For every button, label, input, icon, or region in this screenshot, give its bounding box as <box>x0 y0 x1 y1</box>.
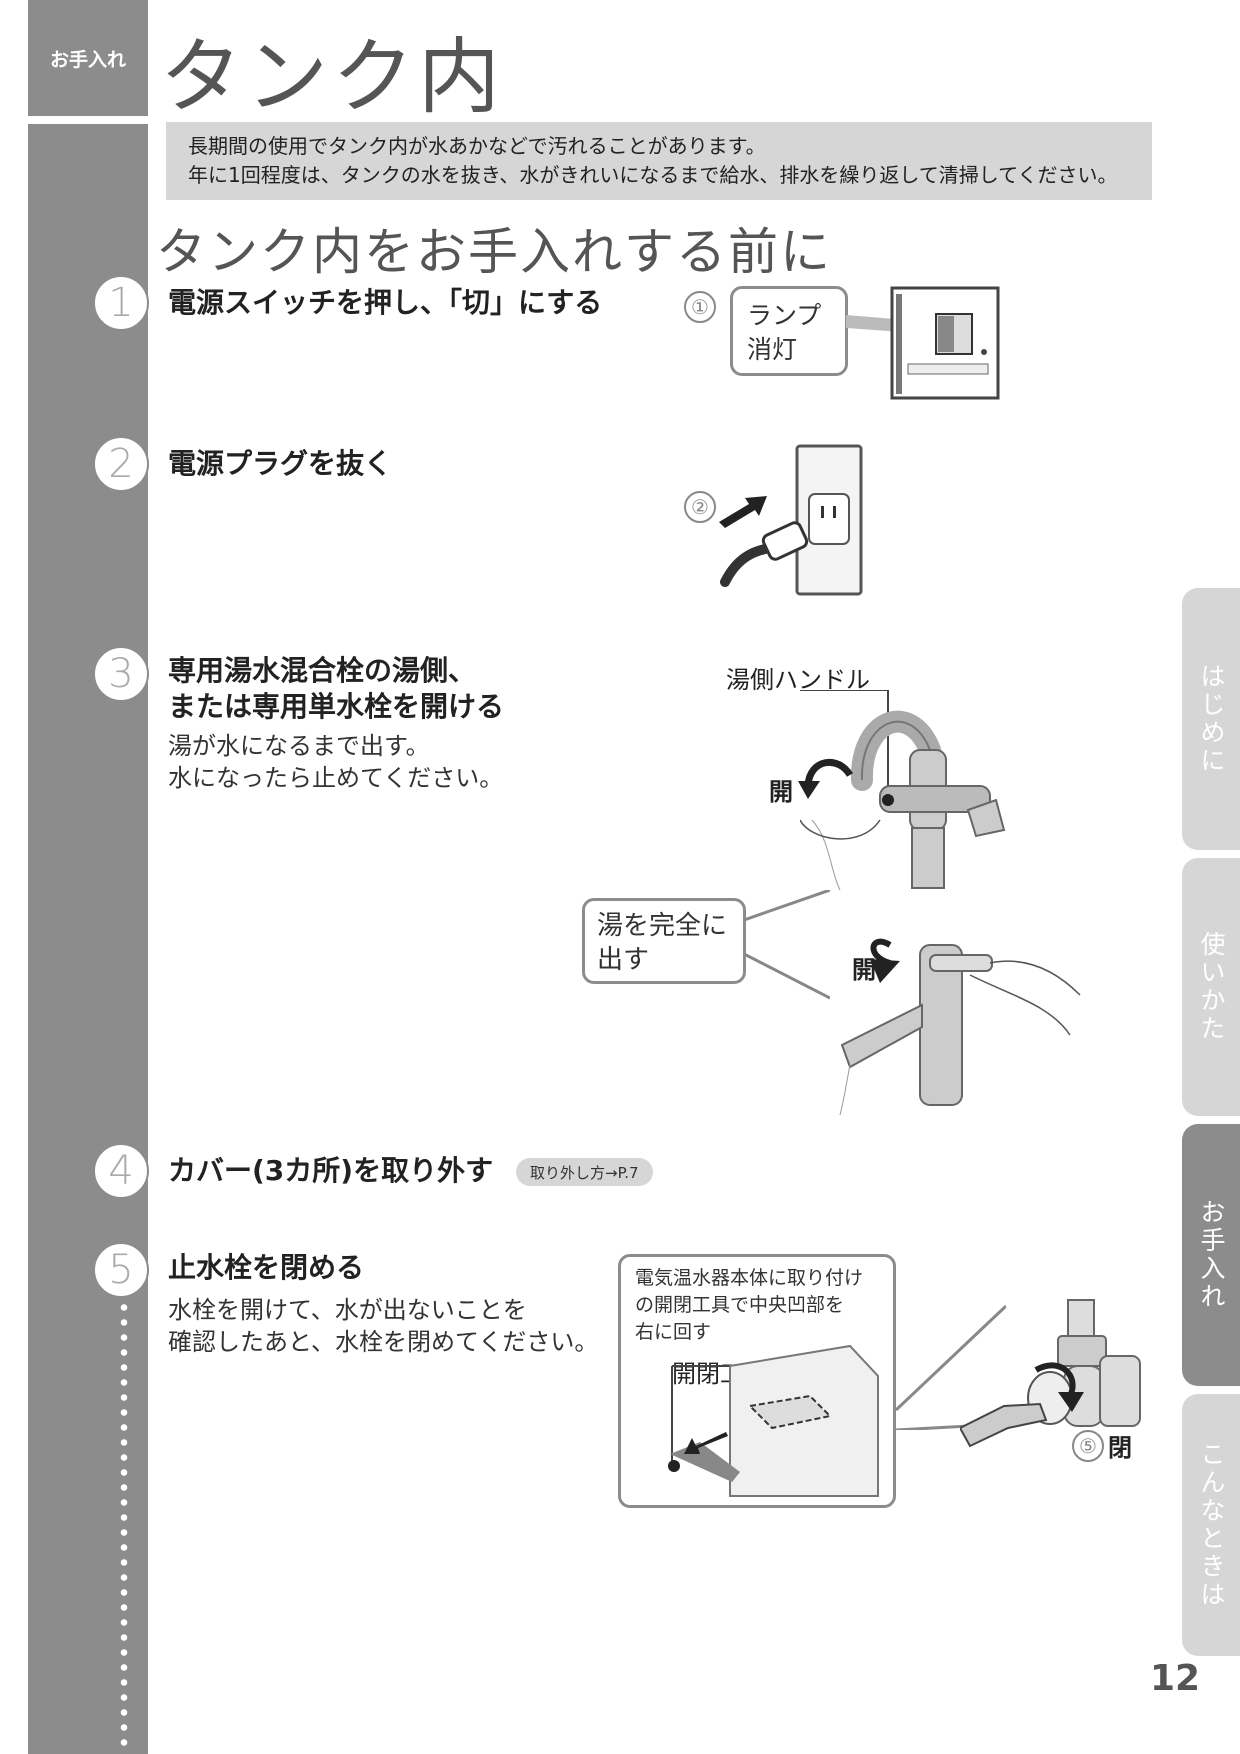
step-title-3-line-2: または専用単水栓を開ける <box>168 690 505 723</box>
intro-line-2: 年に1回程度は、タンクの水を抜き、水がきれいになるまで給水、排水を繰り返して清掃… <box>188 163 1118 187</box>
left-sidebar-bar <box>28 124 148 1754</box>
step-title-3: 専用湯水混合栓の湯側、 または専用単水栓を開ける <box>168 653 504 725</box>
hot-water-callout: 湯を完全に 出す <box>582 898 746 984</box>
tab-tsukaikata[interactable]: 使いかた <box>1182 858 1240 1116</box>
outlet-plug-illustration <box>719 444 863 596</box>
category-tag: お手入れ <box>28 0 148 116</box>
single-faucet-illustration <box>839 938 1081 1115</box>
step-title-2: 電源プラグを抜く <box>168 447 393 480</box>
step-title-1: 電源スイッチを押し、「切」にする <box>168 286 603 319</box>
close-label: 閉 <box>1108 1434 1132 1462</box>
step-text-3: 湯が水になるまで出す。 水になったら止めてください。 <box>168 730 503 794</box>
open-label-1: 開 <box>769 778 793 806</box>
step-text-5: 水栓を開けて、水が出ないことを 確認したあと、水栓を閉めてください。 <box>168 1294 598 1358</box>
step-text-3-line-2: 水になったら止めてください。 <box>168 764 504 792</box>
step-text-3-line-1: 湯が水になるまで出す。 <box>168 732 430 760</box>
marker-1: ① <box>684 291 716 323</box>
callout-pointer-lines <box>743 890 830 1000</box>
hot-water-callout-line-2: 出す <box>597 945 650 975</box>
intro-line-1: 長期間の使用でタンク内が水あかなどで汚れることがあります。 <box>188 134 766 158</box>
step-text-5-line-1: 水栓を開けて、水が出ないことを <box>168 1296 527 1324</box>
step-text-5-line-2: 確認したあと、水栓を閉めてください。 <box>168 1328 599 1356</box>
section-heading: タンク内をお手入れする前に <box>156 223 832 281</box>
tool-callout-line-1: 電気温水器本体に取り付け <box>635 1267 864 1289</box>
tool-callout-line-3: 右に回す <box>635 1321 712 1343</box>
step-number-1: 1 <box>93 275 149 331</box>
page-reference-badge: 取り外し方→P.7 <box>516 1158 653 1186</box>
lamp-off-callout: ランプ 消灯 <box>730 286 848 376</box>
intro-box: 長期間の使用でタンク内が水あかなどで汚れることがあります。 年に1回程度は、タン… <box>166 122 1152 200</box>
marker-2: ② <box>684 491 716 523</box>
step-number-4: 4 <box>93 1143 149 1199</box>
tab-konnatokiwa[interactable]: こんなときは <box>1182 1394 1240 1656</box>
marker-5: ⑤ <box>1072 1430 1104 1462</box>
lamp-off-callout-line-1: ランプ <box>747 301 822 330</box>
page-number: 12 <box>1150 1658 1201 1699</box>
step-number-5: 5 <box>93 1242 149 1298</box>
heater-tool-illustration <box>668 1344 879 1497</box>
tab-hajimeni[interactable]: はじめに <box>1182 588 1240 850</box>
rotate-arrow-icon <box>798 758 853 799</box>
step-title-3-line-1: 専用湯水混合栓の湯側、 <box>168 654 477 687</box>
dotted-line <box>120 1300 128 1750</box>
power-switch-illustration <box>846 286 1000 400</box>
hot-water-callout-line-1: 湯を完全に <box>597 911 728 941</box>
step-number-2: 2 <box>93 436 149 492</box>
shutoff-valve-illustration <box>960 1299 1141 1448</box>
step-number-3: 3 <box>93 646 149 702</box>
step-title-4: カバー(3カ所)を取り外す <box>168 1154 494 1187</box>
lamp-off-callout-line-2: 消灯 <box>747 335 798 364</box>
step-title-5: 止水栓を閉める <box>168 1251 365 1284</box>
page-title: タンク内 <box>160 30 505 125</box>
tool-callout-line-2: の開閉工具で中央凹部を <box>635 1294 845 1316</box>
mixing-faucet-illustration <box>800 690 1006 891</box>
tab-oteire[interactable]: お手入れ <box>1182 1124 1240 1386</box>
